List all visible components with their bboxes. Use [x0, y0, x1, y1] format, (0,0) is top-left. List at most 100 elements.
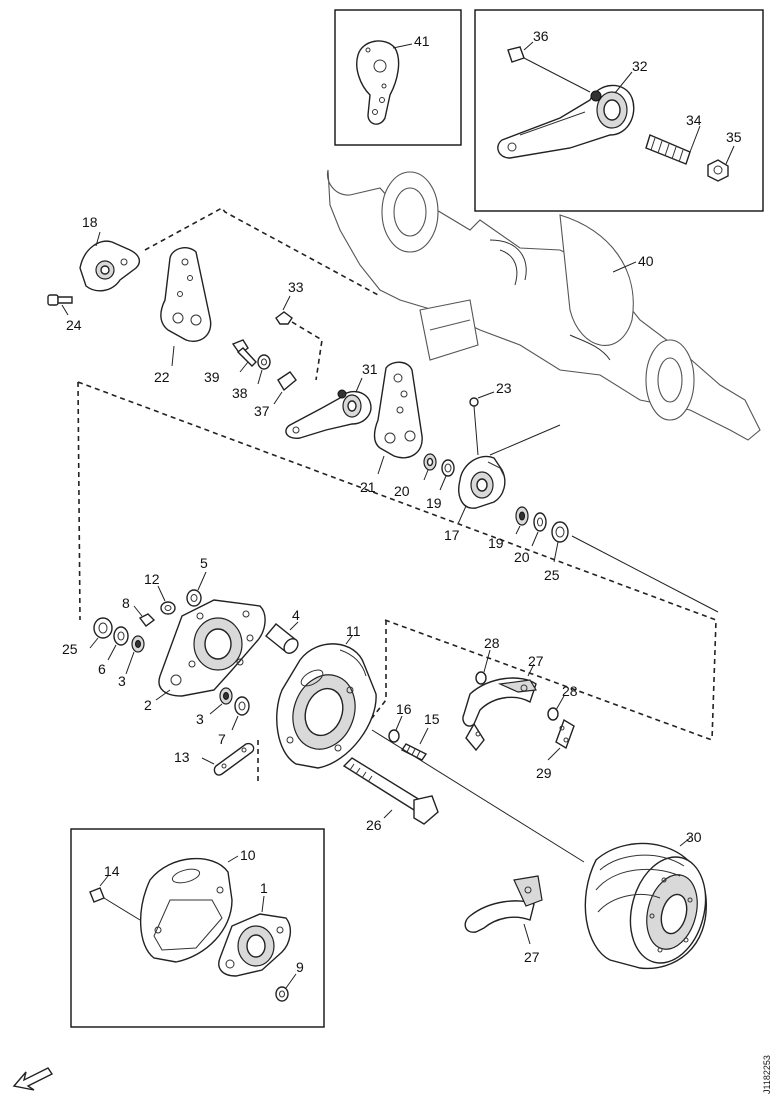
part-7-seal [234, 696, 250, 716]
inset-box-dust-shield [70, 828, 325, 1028]
callout-41: 41 [414, 33, 430, 49]
guide-line-housing [489, 424, 561, 456]
callout-12: 12 [144, 571, 160, 587]
inset-box-bracket [334, 9, 462, 146]
callout-18: 18 [82, 214, 98, 230]
part-24-bolt [47, 294, 73, 306]
part-23-grease-nipple [469, 397, 479, 456]
callout-26: 26 [366, 817, 382, 833]
callout-25-left: 25 [62, 641, 78, 657]
callout-28-upper: 28 [484, 635, 500, 651]
part-39-bolt [231, 339, 257, 367]
part-9-seal [275, 986, 289, 1002]
part-38-washer [257, 354, 271, 370]
part-20-seal-lower [533, 512, 547, 532]
part-19-bushing-lower [515, 506, 529, 526]
callout-4: 4 [292, 607, 300, 623]
callout-8: 8 [122, 595, 130, 611]
part-3-bushing-lower [219, 687, 233, 705]
part-28-spring-upper [475, 671, 487, 685]
callout-23: 23 [496, 380, 512, 396]
callout-11: 11 [346, 623, 361, 639]
inset-box-slack-adjuster [474, 9, 764, 212]
part-2-anchor-bracket [158, 599, 266, 697]
part-28-spring-lower [547, 707, 559, 721]
part-3-bushing-left [131, 635, 145, 653]
part-5-seal [186, 589, 202, 607]
direction-arrow-icon [12, 1067, 54, 1091]
callout-14: 14 [104, 863, 120, 879]
guide-line-camshaft [571, 535, 719, 613]
callout-22: 22 [154, 369, 170, 385]
part-15-bolt [400, 743, 428, 761]
callout-25-right: 25 [544, 567, 560, 583]
part-36-grease-nipple [507, 41, 591, 93]
guide-line-drum [371, 729, 585, 863]
callout-20-lower: 20 [514, 549, 530, 565]
dashed-boundary-main [77, 381, 717, 741]
callout-24: 24 [66, 317, 82, 333]
callout-6: 6 [98, 661, 106, 677]
callout-10: 10 [240, 847, 256, 863]
callout-19-upper: 19 [426, 495, 442, 511]
callout-labels: 41 36 32 34 35 18 24 40 33 22 39 38 37 3… [62, 28, 742, 975]
part-19-bushing-upper [441, 459, 455, 477]
part-27-brake-shoe-lower [464, 875, 543, 933]
part-31-slack-adjuster [285, 389, 372, 439]
part-21-plate [373, 361, 423, 459]
part-10-dust-shield [140, 857, 233, 963]
part-30-brake-drum [584, 842, 707, 970]
part-1-anchor-plate [218, 913, 292, 977]
dashed-boundary-shoe [384, 619, 713, 741]
callout-37: 37 [254, 403, 270, 419]
part-27-brake-shoe-upper [462, 677, 537, 752]
callout-33: 33 [288, 279, 304, 295]
callout-1: 1 [260, 880, 268, 896]
part-13-bracket [213, 742, 255, 776]
part-8-grease-nipple [138, 613, 156, 627]
callout-38: 38 [232, 385, 248, 401]
callout-40: 40 [638, 253, 654, 269]
part-16-washer [388, 729, 400, 743]
callout-27-upper: 27 [528, 653, 544, 669]
callout-13: 13 [174, 749, 190, 765]
callout-39: 39 [204, 369, 220, 385]
callout-36: 36 [533, 28, 549, 44]
part-33-clip [275, 311, 323, 381]
callout-7: 7 [218, 731, 226, 747]
part-22-plate [160, 247, 212, 342]
part-4-anchor-pin [265, 623, 299, 654]
part-11-backing-plate [276, 643, 377, 769]
part-14-bolt [89, 887, 141, 921]
callout-9: 9 [296, 959, 304, 975]
callout-30: 30 [686, 829, 702, 845]
part-12-plug [160, 601, 176, 615]
callout-15: 15 [424, 711, 440, 727]
part-40-axle-housing [326, 169, 761, 441]
document-id: J1182253 [762, 1055, 772, 1094]
part-20-seal-upper [423, 453, 437, 471]
callout-2: 2 [144, 697, 152, 713]
callout-27-lower: 27 [524, 949, 540, 965]
part-26-camshaft [342, 757, 439, 825]
part-34-adjusting-screw [645, 125, 701, 165]
part-25-washer-left [93, 617, 113, 639]
callout-35: 35 [726, 129, 742, 145]
part-37-pin [277, 371, 297, 392]
part-18-bracket [79, 240, 141, 292]
part-6-seal [113, 626, 129, 646]
part-41-bracket [356, 40, 400, 125]
callout-21: 21 [360, 479, 376, 495]
callout-28-lower: 28 [562, 683, 578, 699]
part-29-clip [555, 718, 575, 750]
part-25-washer-right [551, 521, 569, 543]
part-32-slack-adjuster [497, 84, 635, 159]
callout-3-upper: 3 [118, 673, 126, 689]
callout-3-lower: 3 [196, 711, 204, 727]
callout-29: 29 [536, 765, 552, 781]
callout-19-lower: 19 [488, 535, 504, 551]
callout-16: 16 [396, 701, 412, 717]
callout-34: 34 [686, 112, 702, 128]
callout-20-upper: 20 [394, 483, 410, 499]
